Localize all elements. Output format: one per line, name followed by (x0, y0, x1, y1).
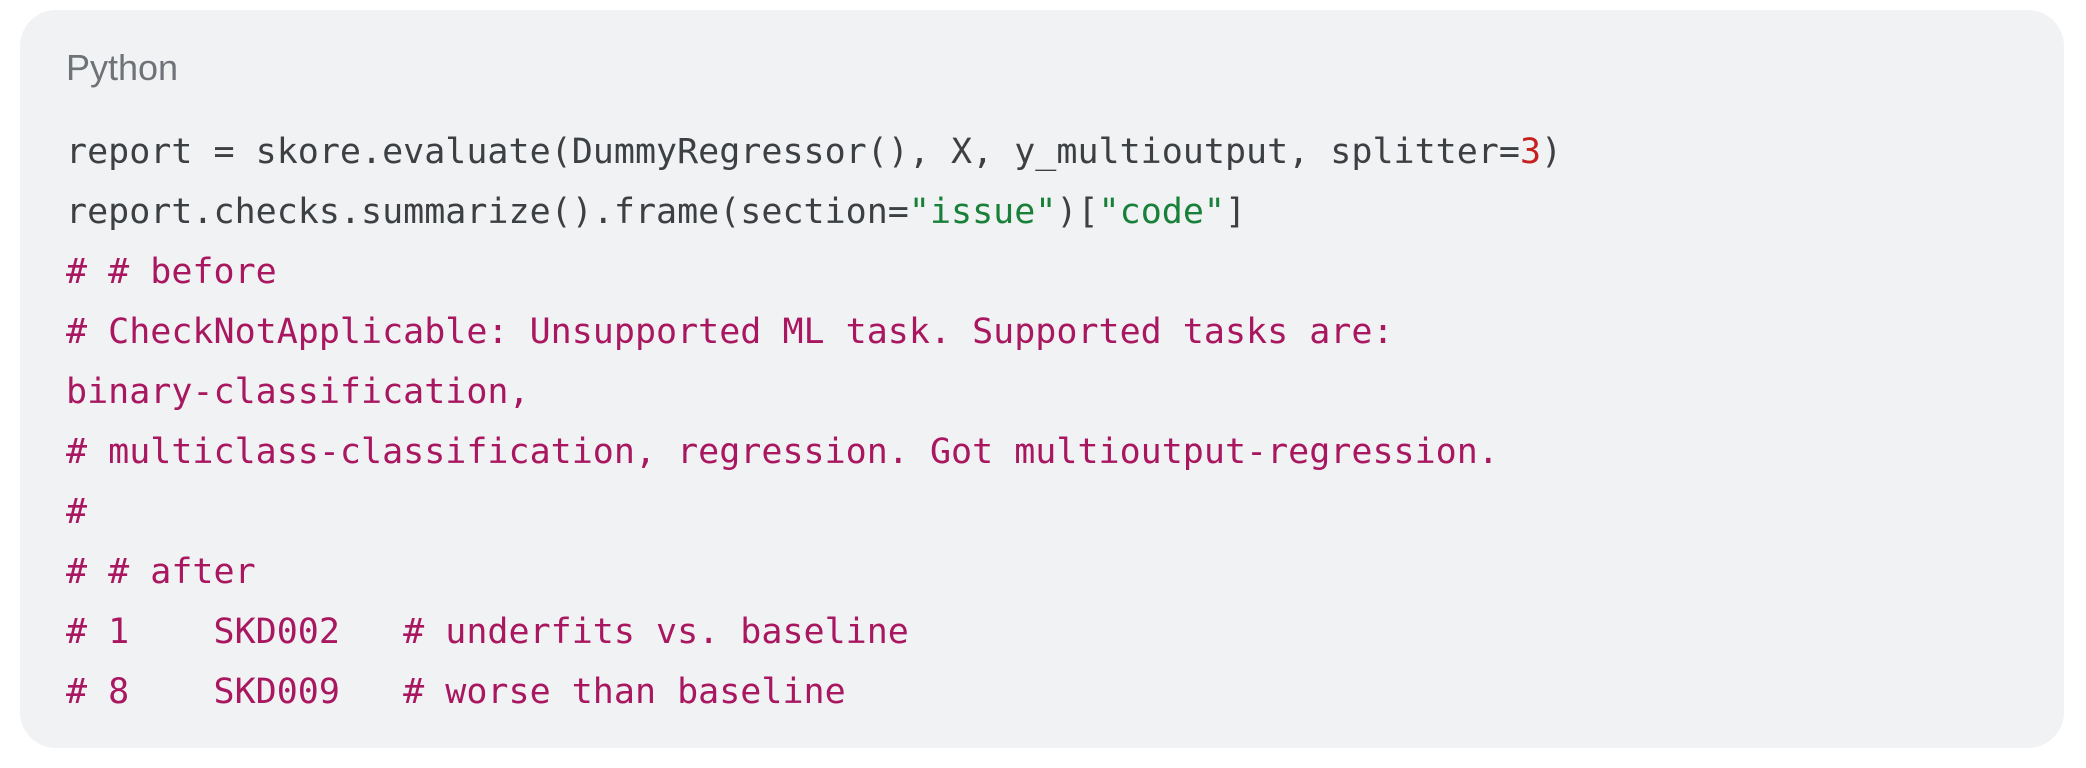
code-comment-line: # multiclass-classification, regression.… (66, 432, 1499, 472)
code-line-1: report = skore.evaluate(DummyRegressor()… (66, 122, 1562, 182)
code-line-2: report.checks.summarize().frame(section=… (66, 182, 1562, 242)
code-comment-line: binary-classification, (66, 372, 530, 412)
code-comment-line: # 8 SKD009 # worse than baseline (66, 672, 846, 712)
code-text: ) (1541, 132, 1563, 172)
code-string: "issue" (908, 192, 1057, 232)
code-string: "code" (1098, 192, 1225, 232)
code-text: )[ (1056, 192, 1099, 232)
code-content[interactable]: report = skore.evaluate(DummyRegressor()… (66, 122, 1562, 722)
code-comment-line: # (66, 492, 88, 532)
code-comment-line: # 1 SKD002 # underfits vs. baseline (66, 612, 909, 652)
code-text: ] (1224, 192, 1247, 232)
code-text: report.checks.summarize().frame(section= (66, 192, 909, 232)
code-comment-line: # # before (66, 252, 277, 292)
code-comment-line: # # after (66, 552, 256, 592)
code-block-card: Python report = skore.evaluate(DummyRegr… (20, 10, 2064, 748)
code-text: report = skore.evaluate(DummyRegressor()… (66, 132, 1520, 172)
code-comment-line: # CheckNotApplicable: Unsupported ML tas… (66, 312, 1394, 352)
language-label: Python (66, 47, 179, 88)
code-number: 3 (1519, 132, 1542, 172)
